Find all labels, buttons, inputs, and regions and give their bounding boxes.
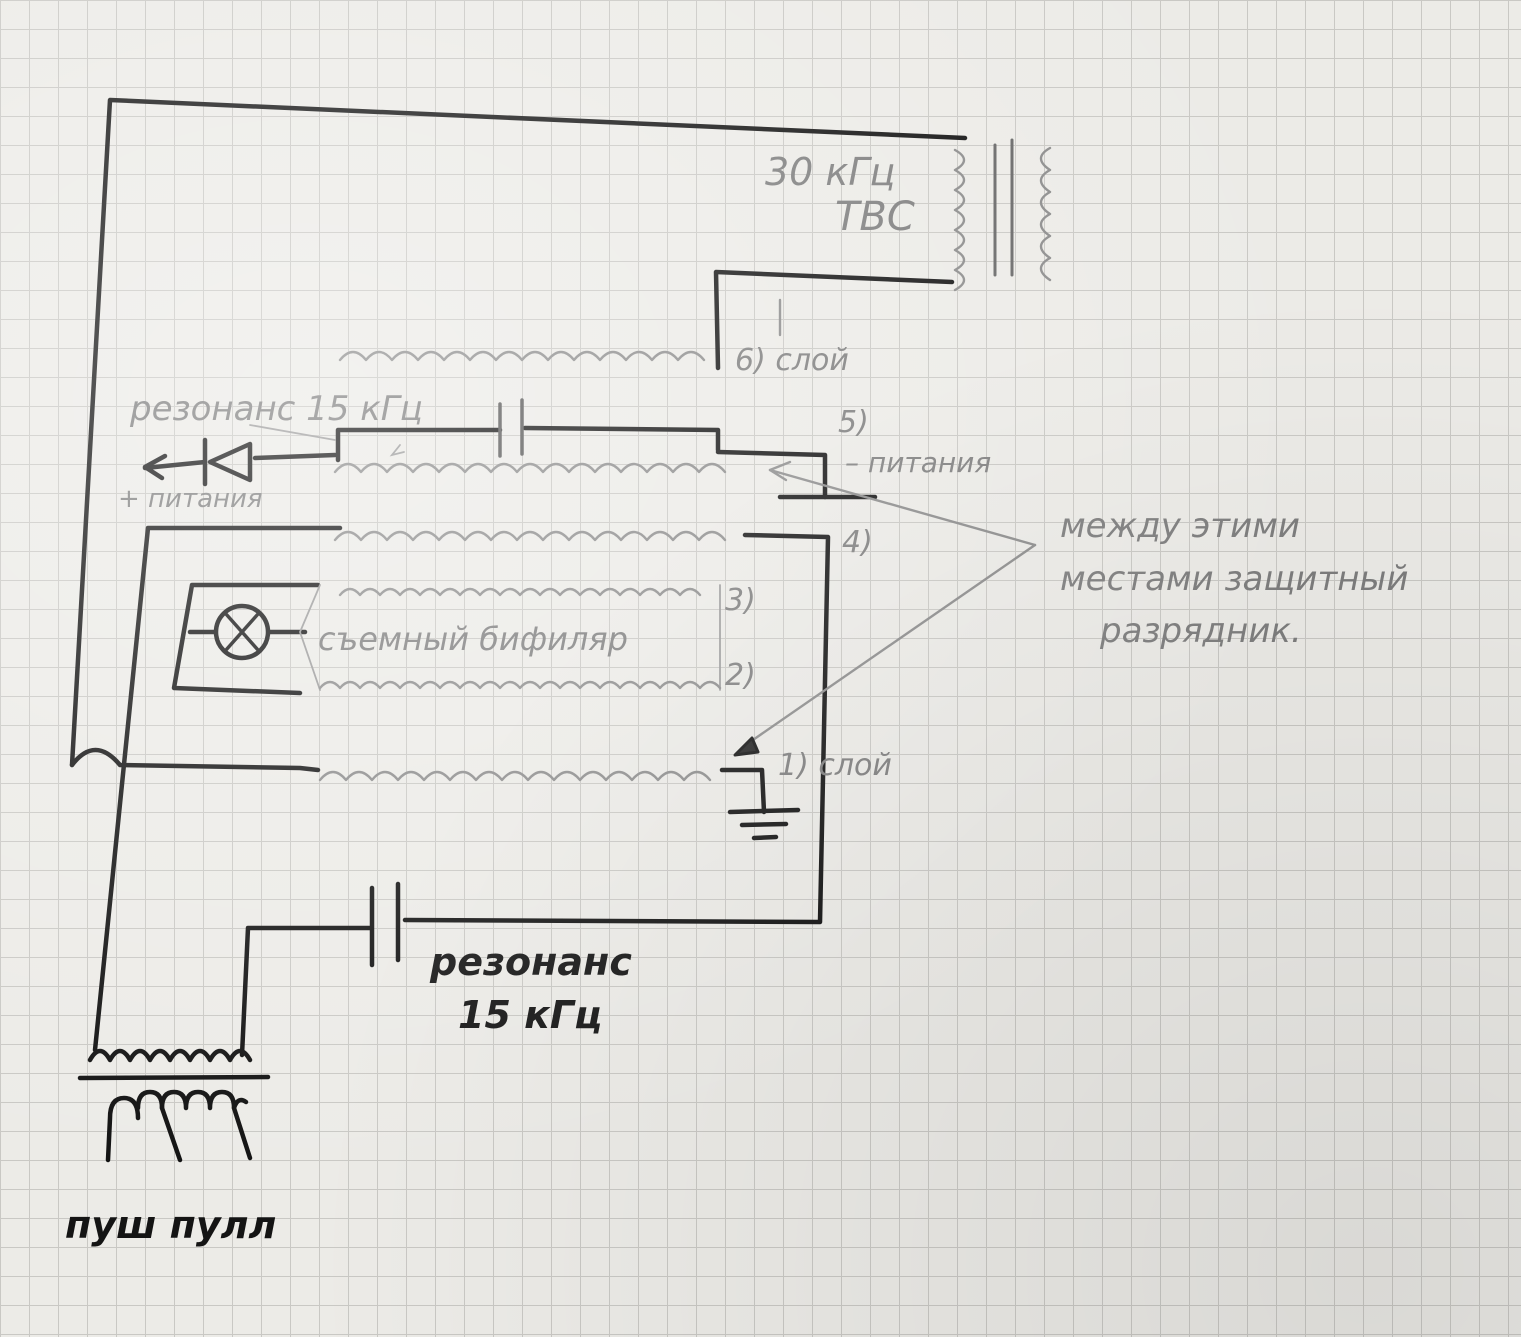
push-pull-label: пуш пулл bbox=[65, 1203, 276, 1247]
wiring bbox=[69, 97, 968, 1058]
resonance-bottom-label-2: 15 кГц bbox=[458, 993, 602, 1037]
layer4-label: 4) bbox=[842, 525, 873, 560]
tbc-frequency-label: 30 кГц bbox=[765, 150, 895, 194]
spark-gap-pointer bbox=[249, 424, 1037, 757]
ground-icon bbox=[727, 807, 801, 841]
bifilar-label: съемный бифиляр bbox=[318, 620, 628, 658]
spark-gap-note-line1: между этими bbox=[1060, 506, 1300, 546]
capacitor-icon bbox=[369, 398, 524, 968]
minus-supply-label: – питания bbox=[845, 446, 991, 479]
layer5-label: 5) bbox=[838, 405, 869, 440]
labels: 30 кГц ТВС 6) слой резонанс 15 кГц 5) – … bbox=[65, 150, 1408, 1247]
coil-icon bbox=[299, 298, 782, 782]
plus-supply-label: + питания bbox=[118, 484, 263, 514]
diode-icon bbox=[142, 437, 253, 487]
spark-gap-note-line3: разрядник. bbox=[1099, 611, 1302, 651]
resonance-top-label: резонанс 15 кГц bbox=[129, 389, 423, 429]
lamp-icon bbox=[213, 603, 271, 661]
layer2-label: 2) bbox=[725, 658, 756, 693]
push-pull-primary-coil bbox=[77, 1048, 271, 1163]
transformer-core-icon bbox=[953, 138, 1052, 292]
layer3-label: 3) bbox=[725, 583, 756, 618]
resonance-bottom-label-1: резонанс bbox=[429, 940, 632, 984]
layer6-label: 6) слой bbox=[735, 343, 849, 378]
layer1-label: 1) слой bbox=[778, 748, 892, 783]
spark-gap-note-line2: местами защитный bbox=[1060, 559, 1408, 599]
tbc-name-label: ТВС bbox=[835, 194, 915, 240]
